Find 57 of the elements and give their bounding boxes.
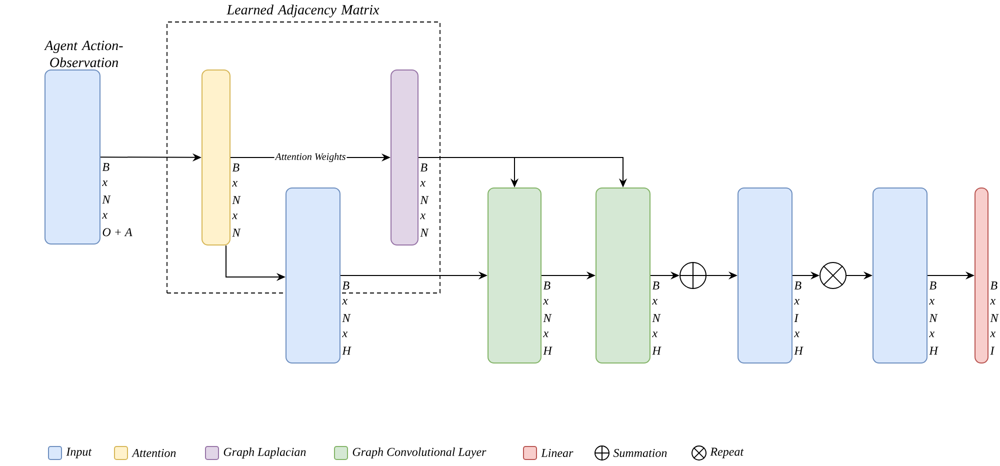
legend-label: Input [66, 448, 92, 458]
dimension-label: x [420, 181, 426, 187]
legend-label: Linear [541, 448, 574, 458]
dimension-label: I [990, 346, 995, 355]
dimension-label: H [929, 346, 938, 355]
legend-label: Summation [613, 448, 667, 458]
dimension-label: x [342, 332, 348, 338]
dimension-label: N [543, 314, 552, 322]
dimension-label: x [543, 299, 548, 305]
dimension-label: H [794, 346, 804, 355]
dimension-label: x [929, 332, 934, 338]
box-heading: Learned Adjacency Matrix [226, 4, 380, 18]
dimension-label: N [232, 196, 241, 204]
dimension-label: B [794, 282, 802, 290]
dimension-label: x [543, 332, 548, 338]
legend-label: Graph Convolutional Layer [352, 448, 486, 458]
dimension-label: N [232, 228, 241, 237]
edge-label: Attention Weights [274, 152, 347, 164]
dimension-label: x [794, 332, 800, 338]
repeat-symbol [820, 262, 847, 289]
dimension-label: I [794, 314, 799, 322]
dimension-label: O + A [102, 228, 132, 236]
dimension-label: B [543, 282, 550, 290]
dimension-label: B [342, 282, 350, 290]
dimension-label: N [420, 228, 429, 237]
dimension-label: x [342, 299, 348, 305]
dimension-label: x [102, 213, 108, 219]
dimension-label: x [232, 181, 238, 187]
dimension-label: x [232, 214, 238, 220]
summation-symbol [679, 262, 707, 290]
legend-label: Graph Laplacian [224, 448, 306, 458]
dimension-label: N [102, 196, 111, 204]
dimension-label: H [543, 346, 552, 355]
dimension-label: B [652, 282, 660, 290]
dimension-label: x [990, 299, 996, 305]
legend-label: Attention [132, 448, 176, 458]
dimension-label: N [420, 196, 429, 204]
dimension-label: N [342, 314, 351, 322]
dimension-label: B [929, 282, 936, 290]
dimension-label: N [652, 314, 661, 322]
legend-label: Repeat [710, 448, 744, 458]
dimension-label: x [652, 332, 658, 338]
dimension-label: x [929, 299, 934, 305]
dimension-label: H [652, 346, 662, 355]
dimension-label: x [794, 299, 800, 305]
dimension-label: x [102, 180, 108, 186]
box-heading: Agent Action-Observation [44, 40, 123, 68]
dimension-label: x [990, 332, 996, 338]
dimension-label: N [929, 314, 938, 322]
dimension-label: B [232, 164, 240, 172]
dimension-label: B [990, 282, 998, 290]
dimension-label: x [420, 214, 426, 220]
dimension-label: x [652, 299, 658, 305]
dimension-label: N [990, 314, 999, 322]
dimension-label: B [420, 164, 428, 172]
dimension-label: B [102, 163, 110, 171]
dimension-label: H [342, 346, 352, 355]
